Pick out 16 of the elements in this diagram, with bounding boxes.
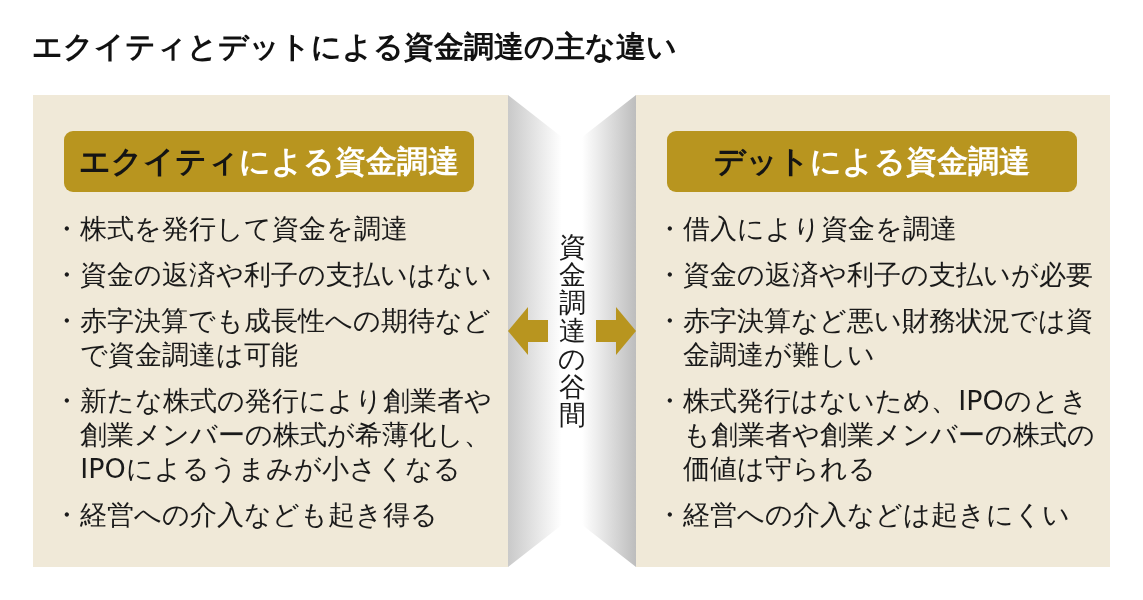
bullet-text: ・資金の返済や利子の支払いが必要 xyxy=(667,258,1095,292)
bullet-text: ・借入により資金を調達 xyxy=(667,212,959,246)
bullet-text: ・経営への介入なども起き得る xyxy=(64,498,440,532)
heading-banner: エクイティによる資金調達 xyxy=(64,131,474,192)
title: エクイティとデットによる資金調達の主な違い xyxy=(32,28,677,66)
valley-label: 資金調達の谷間 xyxy=(558,233,586,429)
comparison-panel xyxy=(636,95,1110,567)
bullet-text: ・株式発行はないため、IPOのときも創業者や創業メンバーの株式の価値は守られる xyxy=(667,384,1097,486)
bullet-text: ・株式を発行して資金を調達 xyxy=(64,212,410,246)
bullet-text: ・赤字決算など悪い財務状況では資金調達が難しい xyxy=(667,304,1095,372)
bullet-text: ・経営への介入などは起きにくい xyxy=(667,498,1072,532)
comparison-panel xyxy=(33,95,508,567)
bullet-text: ・赤字決算でも成長性への期待などで資金調達は可能 xyxy=(64,304,493,372)
heading-banner: デットによる資金調達 xyxy=(667,131,1077,192)
bullet-text: ・新たな株式の発行により創業者や創業メンバーの株式が希薄化し、IPOによるうまみが小さくなる xyxy=(64,384,494,486)
bullet-text: ・資金の返済や利子の支払いはない xyxy=(64,258,494,292)
